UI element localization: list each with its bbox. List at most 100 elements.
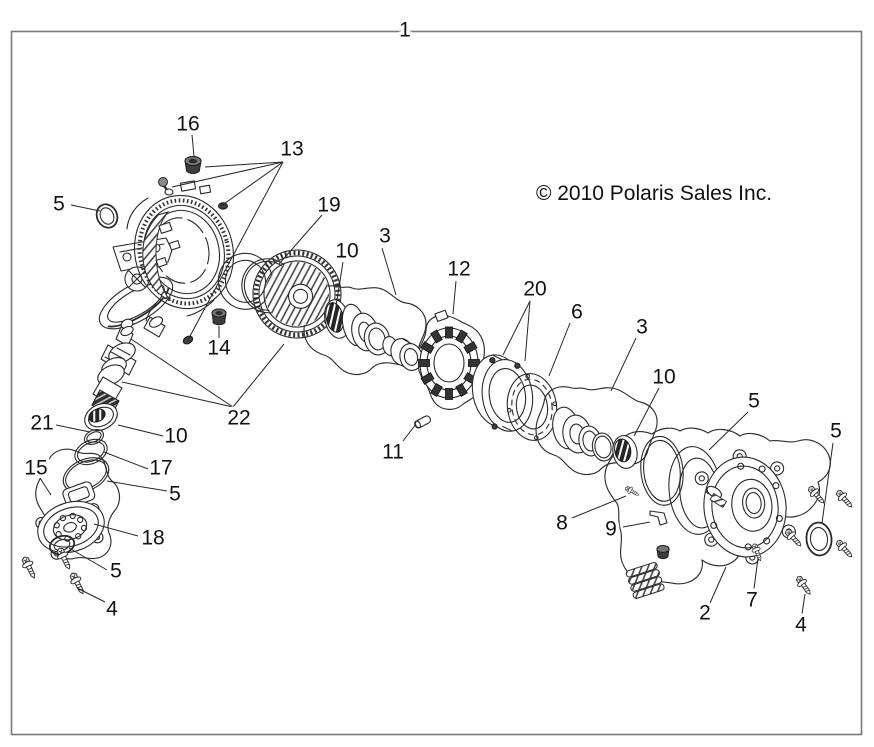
callout-label-12: 12 [447,258,470,281]
callout-label-10: 10 [164,425,187,448]
leader-line-10 [335,261,344,307]
callout-label-4: 4 [106,598,118,621]
leader-line-22 [232,343,285,408]
leader-line-10 [117,424,164,437]
gearcase-housing-drawing [98,180,235,345]
retainer-ring-drawing [506,373,558,441]
leader-line-21 [55,424,91,433]
bolt-icon [793,573,815,598]
clip-drawing [649,510,668,526]
leader-line-5 [70,204,101,212]
leader-line-13 [171,161,284,188]
roller-cage-drawing [418,309,480,400]
callout-label-16: 16 [176,113,199,136]
callout-label-11: 11 [382,441,404,464]
leader-line-18 [93,523,139,537]
leader-line-4 [801,593,806,615]
callout-label-5: 5 [169,483,181,506]
callout-label-10: 10 [652,366,675,389]
leader-line-22 [130,338,234,408]
leader-line-5 [68,547,108,571]
callout-label-3: 3 [379,225,391,248]
callout-label-17: 17 [149,457,172,480]
leader-line-16 [191,134,195,157]
leader-line-5 [708,411,749,451]
seal-top-left-drawing [95,203,119,229]
callout-label-9: 9 [605,518,617,541]
group-outline-12 [416,314,485,410]
drain-plug-drawing [211,308,227,326]
bolt-icon [833,537,856,561]
leader-line-8 [571,495,627,519]
callout-label-5: 5 [110,560,122,583]
callout-label-7: 7 [746,589,758,612]
callout-label-14: 14 [207,337,231,360]
bolt-icon [18,554,40,581]
callout-label-8: 8 [556,512,568,535]
figure-border [10,30,863,736]
callout-label-1: 1 [399,19,411,42]
spacer-drawing [62,481,96,508]
callout-label-13: 13 [280,138,303,161]
bearing-cover-drawing [35,500,105,560]
leader-line-22 [121,381,234,408]
callout-label-5: 5 [53,193,65,216]
callout-label-18: 18 [141,527,164,550]
seal-right-drawing [805,521,833,557]
leader-line-9 [622,521,651,528]
leader-line-5 [821,442,834,524]
fill-plug-drawing [184,156,202,174]
ring-gear-drawing [252,249,342,339]
pin-bundle-drawing [625,562,665,599]
callout-label-22: 22 [227,407,250,430]
output-cover-drawing [694,449,796,565]
group-outline-15 [35,448,121,560]
leader-line-13 [220,161,284,207]
callout-label-21: 21 [30,412,53,435]
callout-label-15: 15 [24,457,47,480]
leader-line-11 [402,423,417,442]
gear-stack-right-drawing [552,406,638,469]
leader-line-3 [610,337,637,392]
callout-label-19: 19 [317,194,340,217]
bearing-left-drawing [84,403,118,431]
leader-line-2 [709,566,727,604]
leader-line-13 [188,161,284,339]
bolt-icon [805,483,828,507]
callout-label-5: 5 [748,390,760,413]
leader-line-15 [39,477,52,496]
small-plug-drawing [656,545,670,560]
leader-line-7 [753,557,759,590]
vent-fitting-drawing [158,177,174,196]
leader-line-12 [452,280,457,315]
bolt-icon [833,487,856,511]
leader-line-10 [633,387,660,437]
callout-label-4: 4 [795,614,807,637]
callout-label-5: 5 [830,420,842,443]
leader-line-19 [278,214,323,265]
leader-line-3 [381,247,397,296]
oring-21-drawing [83,428,105,446]
parts-artwork [18,156,856,599]
leader-line-6 [548,322,571,377]
leader-line-4 [76,587,106,603]
leader-line-17 [103,451,149,470]
gear-stack-mid-drawing [341,303,423,372]
bolt-icon [66,570,89,597]
leader-line-20 [524,300,531,362]
callout-label-20: 20 [523,278,546,301]
leader-line-13 [204,161,284,168]
copyright-text: © 2010 Polaris Sales Inc. [536,182,772,205]
fitting-icon [623,484,641,499]
dowel-pin-drawing [414,415,432,429]
callout-label-2: 2 [699,602,711,625]
group-outline-mid-3 [303,285,427,376]
callout-label-3: 3 [636,316,648,339]
leader-lines [39,134,834,615]
callout-label-6: 6 [571,301,583,324]
leader-line-5 [106,480,168,492]
pinion-shaft-drawing [91,318,137,417]
